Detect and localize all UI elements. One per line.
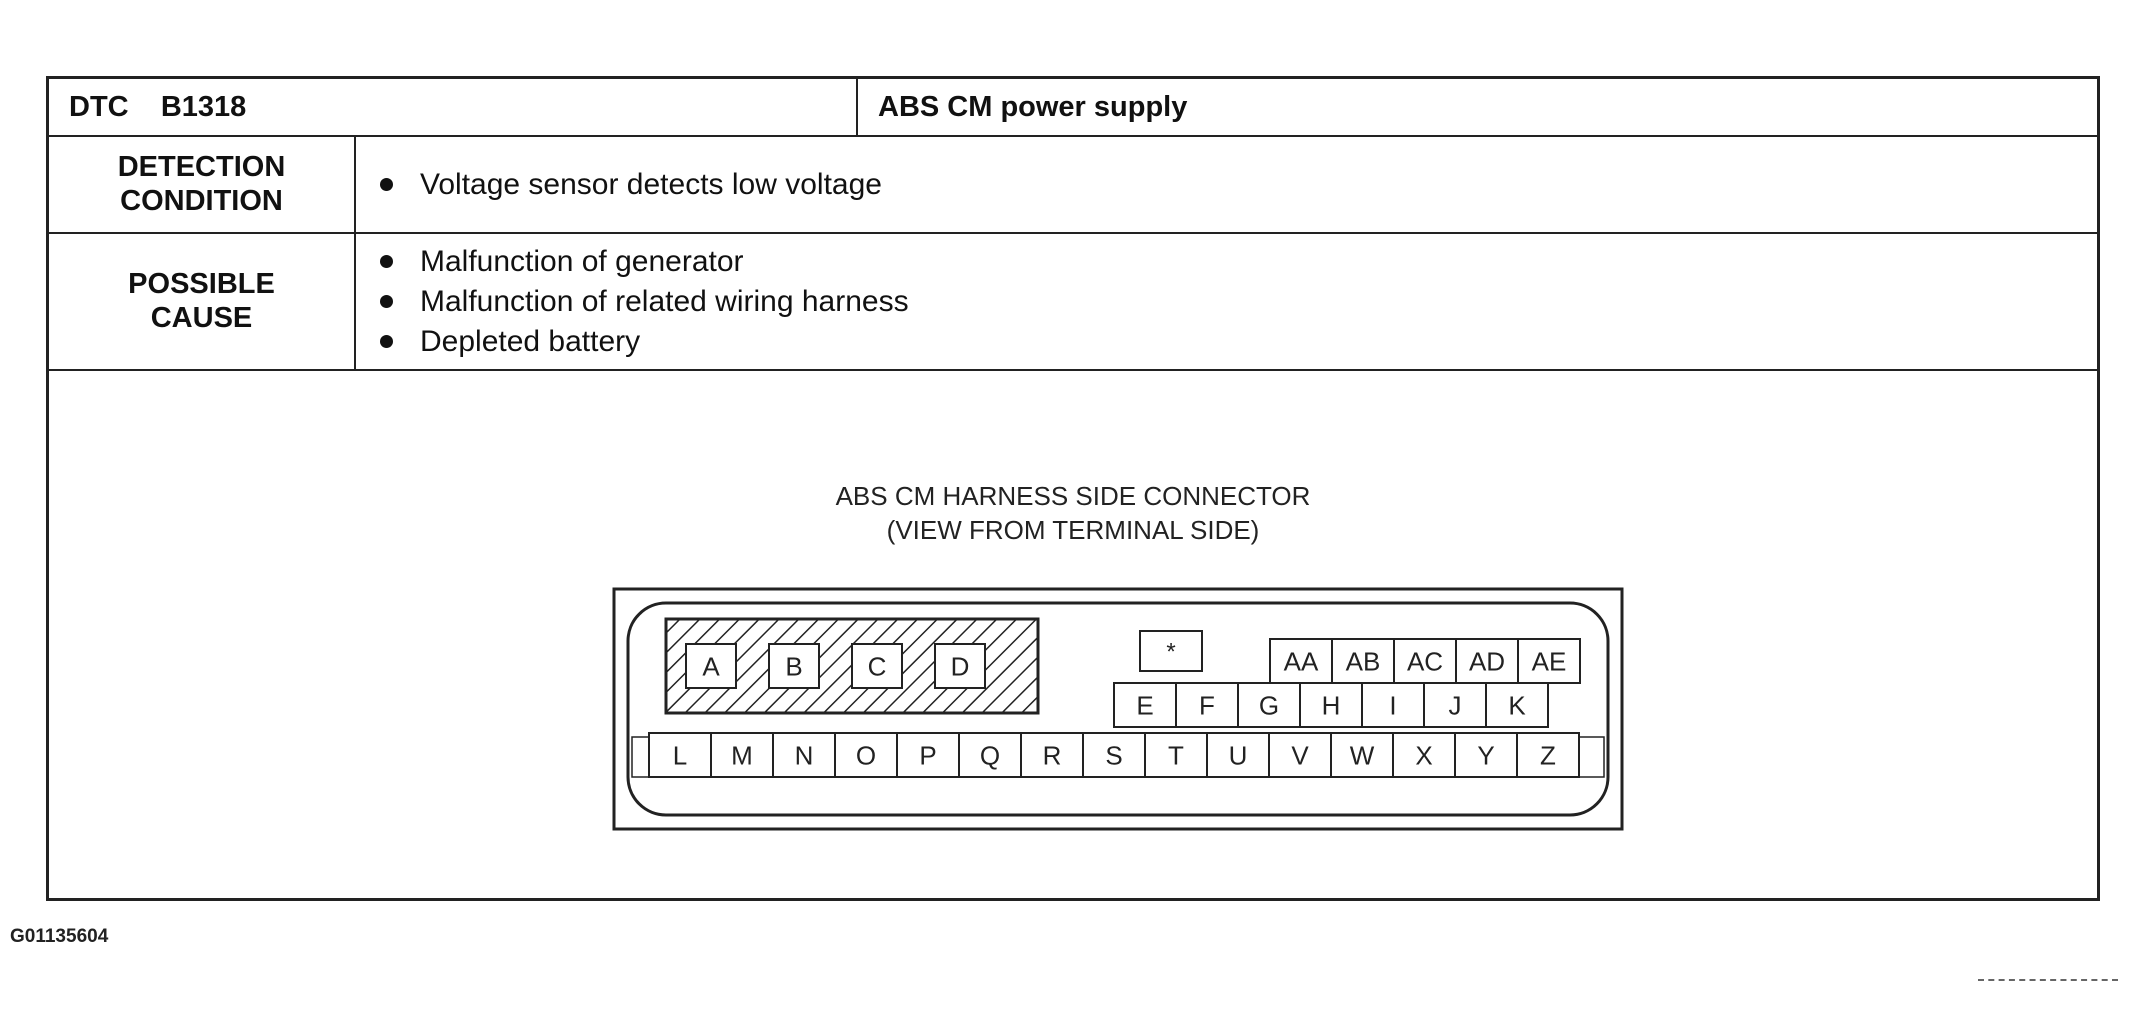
terminal-label: U xyxy=(1229,740,1248,770)
terminal-s: S xyxy=(1082,732,1146,778)
list-item: Depleted battery xyxy=(380,322,2097,362)
terminal-label: AE xyxy=(1532,646,1567,676)
terminal-label: AC xyxy=(1407,646,1443,676)
terminal-k: K xyxy=(1485,682,1549,728)
corner-mark xyxy=(1978,979,2118,981)
terminal-t: T xyxy=(1144,732,1208,778)
terminal-label: P xyxy=(919,740,936,770)
terminal-q: Q xyxy=(958,732,1022,778)
cause-item-text: Malfunction of related wiring harness xyxy=(420,284,909,318)
terminal-w: W xyxy=(1330,732,1394,778)
terminal-u: U xyxy=(1206,732,1270,778)
cause-item-text: Malfunction of generator xyxy=(420,244,744,278)
bullet-icon xyxy=(380,295,393,308)
detection-label-line2: CONDITION xyxy=(120,184,283,217)
terminal-label: K xyxy=(1508,690,1526,720)
detection-item-text: Voltage sensor detects low voltage xyxy=(420,167,882,201)
terminal-f: F xyxy=(1175,682,1239,728)
bullet-icon xyxy=(380,255,393,268)
terminal-label: C xyxy=(868,651,887,681)
possible-cause-content: Malfunction of generator Malfunction of … xyxy=(356,234,2097,369)
terminal-label: * xyxy=(1166,639,1175,666)
terminal-label: S xyxy=(1105,740,1122,770)
terminal-j: J xyxy=(1423,682,1487,728)
terminal-label: D xyxy=(951,651,970,681)
bullet-icon xyxy=(380,335,393,348)
terminal-label: Q xyxy=(980,740,1000,770)
terminal-label: Y xyxy=(1477,740,1494,770)
dtc-code: DTC B1318 xyxy=(69,91,247,123)
list-item: Voltage sensor detects low voltage xyxy=(380,165,2097,205)
terminal-aa: AA xyxy=(1269,638,1333,684)
terminal-o: O xyxy=(834,732,898,778)
terminal-b: B xyxy=(768,643,820,689)
detection-condition-content: Voltage sensor detects low voltage xyxy=(356,137,2097,232)
terminal-ae: AE xyxy=(1517,638,1581,684)
terminal-label: N xyxy=(795,740,814,770)
terminal-label: V xyxy=(1291,740,1309,770)
terminal-label: H xyxy=(1322,690,1341,720)
terminal-h: H xyxy=(1299,682,1363,728)
terminal-l: L xyxy=(648,732,712,778)
cause-label-line2: CAUSE xyxy=(150,301,253,334)
possible-cause-header: POSSIBLE CAUSE xyxy=(49,234,356,369)
terminal-ac: AC xyxy=(1393,638,1457,684)
terminal-label: W xyxy=(1350,740,1375,770)
terminal-label: AA xyxy=(1284,646,1319,676)
terminal-r: R xyxy=(1020,732,1084,778)
list-item: Malfunction of related wiring harness xyxy=(380,282,2097,322)
terminal-v: V xyxy=(1268,732,1332,778)
terminal-label: AB xyxy=(1346,646,1381,676)
terminal-marker: * xyxy=(1139,630,1203,672)
terminal-label: A xyxy=(702,651,720,681)
possible-cause-row: POSSIBLE CAUSE Malfunction of generator … xyxy=(49,234,2097,371)
cause-label-line1: POSSIBLE xyxy=(128,268,275,301)
terminal-e: E xyxy=(1113,682,1177,728)
cause-item-text: Depleted battery xyxy=(420,324,641,358)
terminal-label: J xyxy=(1449,690,1462,720)
terminal-a: A xyxy=(685,643,737,689)
terminal-ab: AB xyxy=(1331,638,1395,684)
detection-label-line1: DETECTION xyxy=(117,151,286,184)
terminal-p: P xyxy=(896,732,960,778)
terminal-label: F xyxy=(1199,690,1215,720)
terminal-label: G xyxy=(1259,690,1279,720)
detection-condition-row: DETECTION CONDITION Voltage sensor detec… xyxy=(49,137,2097,234)
bullet-icon xyxy=(380,178,393,191)
terminal-ad: AD xyxy=(1455,638,1519,684)
terminal-z: Z xyxy=(1516,732,1580,778)
terminal-label: M xyxy=(731,740,753,770)
connector-caption-view: (VIEW FROM TERMINAL SIDE) xyxy=(886,515,1260,545)
terminal-label: B xyxy=(785,651,802,681)
terminal-x: X xyxy=(1392,732,1456,778)
terminal-label: T xyxy=(1168,740,1184,770)
dtc-document: DTC B1318 ABS CM power supply DETECTION … xyxy=(46,76,2118,981)
terminal-label: L xyxy=(673,740,687,770)
terminal-label: Z xyxy=(1540,740,1556,770)
terminal-label: E xyxy=(1136,690,1153,720)
terminal-label: O xyxy=(856,740,876,770)
terminal-g: G xyxy=(1237,682,1301,728)
terminal-i: I xyxy=(1361,682,1425,728)
terminal-label: X xyxy=(1415,740,1432,770)
terminal-d: D xyxy=(934,643,986,689)
terminal-n: N xyxy=(772,732,836,778)
terminal-m: M xyxy=(710,732,774,778)
terminal-c: C xyxy=(851,643,903,689)
figure-code: G01135604 xyxy=(10,926,109,947)
dtc-header-row: DTC B1318 ABS CM power supply xyxy=(49,79,2097,137)
connector-caption-title: ABS CM HARNESS SIDE CONNECTOR xyxy=(835,481,1311,511)
terminal-label: I xyxy=(1389,690,1396,720)
terminal-label: AD xyxy=(1469,646,1505,676)
terminal-label: R xyxy=(1043,740,1062,770)
terminal-y: Y xyxy=(1454,732,1518,778)
list-item: Malfunction of generator xyxy=(380,242,2097,282)
detection-condition-header: DETECTION CONDITION xyxy=(49,137,356,232)
connector-housing-outline xyxy=(626,601,1610,817)
dtc-title: ABS CM power supply xyxy=(856,79,2097,135)
